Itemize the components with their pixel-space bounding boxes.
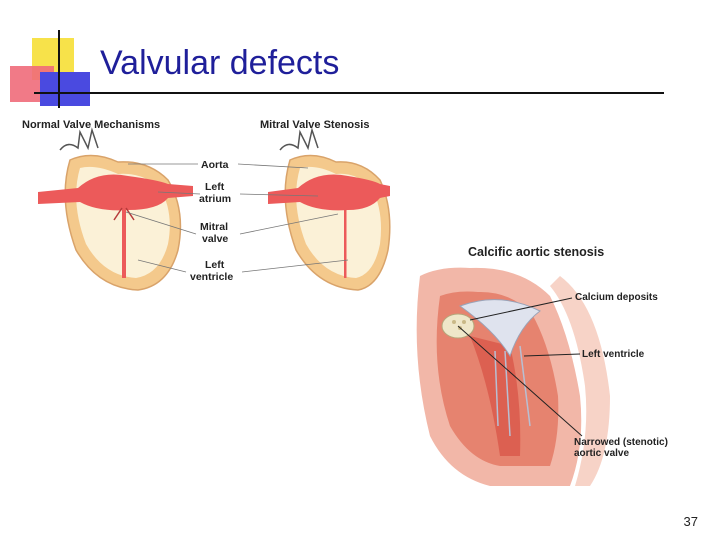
slide-title: Valvular defects <box>100 44 340 82</box>
heading-calcific-aortic-stenosis: Calcific aortic stenosis <box>468 245 604 259</box>
heading-normal-valve: Normal Valve Mechanisms <box>22 119 160 131</box>
label-left-atrium-line2: atrium <box>199 193 231 205</box>
aortic-valve-illustration <box>416 267 610 486</box>
normal-heart-illustration <box>38 127 193 291</box>
stenosis-heart-illustration <box>268 127 391 291</box>
mitral-stenosis-diagram: Normal Valve Mechanisms Mitral Valve Ste… <box>22 119 391 291</box>
label-left-atrium-line1: Left <box>205 181 225 193</box>
aortic-stenosis-diagram: Calcific aortic stenosis Calcium deposit… <box>416 245 668 486</box>
center-labels: Aorta Left atrium Mitral valve Left vent… <box>190 159 233 283</box>
label-narrowed-line2: aortic valve <box>574 448 629 459</box>
leader-lines <box>125 163 349 273</box>
title-underline <box>34 92 664 94</box>
label-mitral-line1: Mitral <box>200 221 228 233</box>
label-calcium-deposits: Calcium deposits <box>575 292 658 303</box>
page-number: 37 <box>683 514 698 529</box>
label-left-ventricle-line1: Left <box>205 259 225 271</box>
label-mitral-line2: valve <box>202 233 228 245</box>
right-leader-lines <box>457 297 583 437</box>
heading-mitral-stenosis: Mitral Valve Stenosis <box>260 119 369 131</box>
label-narrowed-line1: Narrowed (stenotic) <box>574 437 668 448</box>
decor-blue-square <box>40 72 90 106</box>
label-aorta: Aorta <box>201 159 229 171</box>
label-left-ventricle: Left ventricle <box>582 349 645 360</box>
decor-vertical-line <box>58 30 60 108</box>
label-left-ventricle-line2: ventricle <box>190 271 233 283</box>
